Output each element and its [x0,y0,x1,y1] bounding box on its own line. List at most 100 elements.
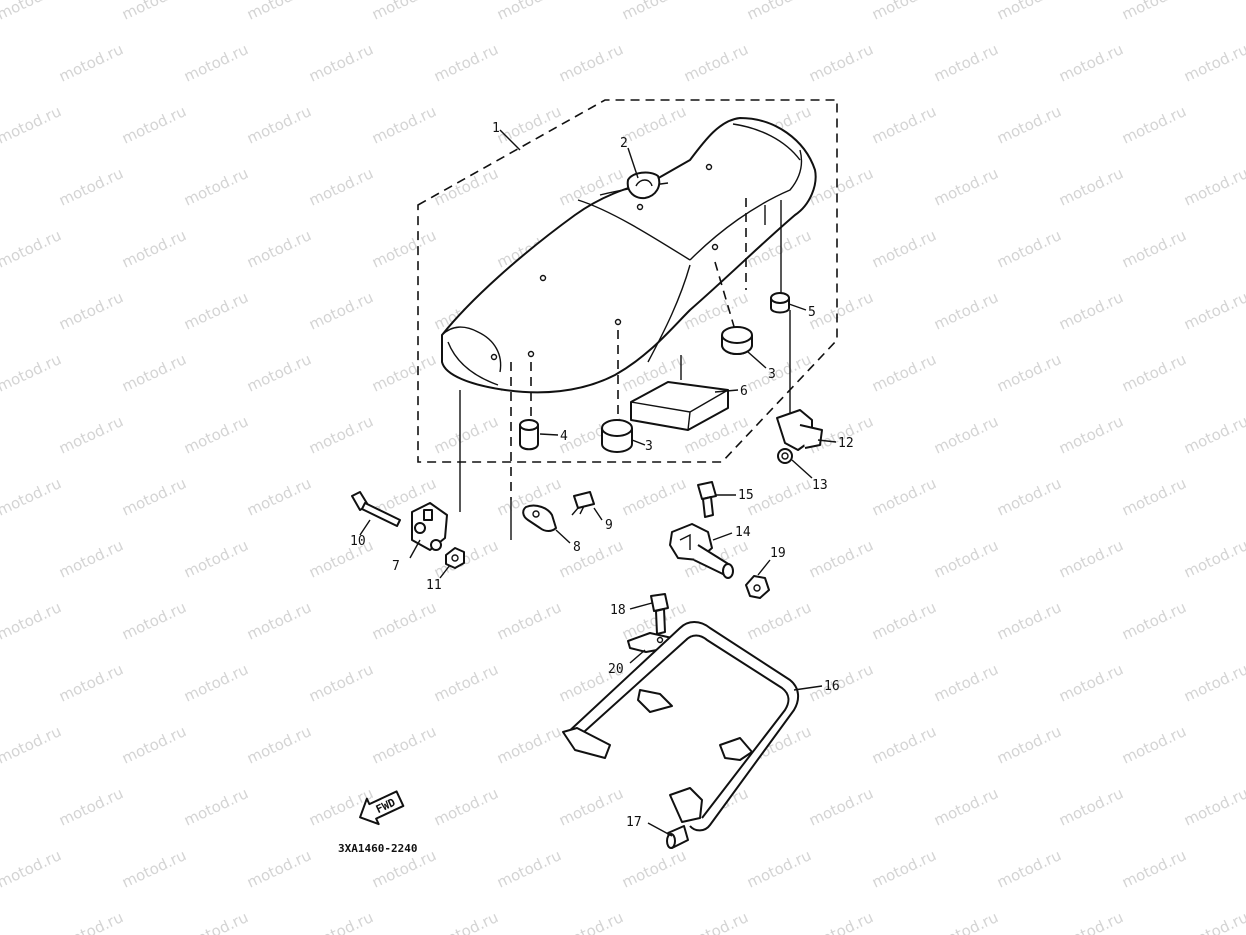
watermark-text: motod.ru [931,164,1001,209]
callout-2: 2 [620,136,628,151]
watermark-text: motod.ru [494,722,564,767]
watermark-text: motod.ru [0,846,64,891]
watermark-text: motod.ru [1119,102,1189,147]
watermark-text: motod.ru [1181,908,1246,935]
watermark-text: motod.ru [244,102,314,147]
watermark-text: motod.ru [306,288,376,333]
watermark-text: motod.ru [1119,722,1189,767]
watermark-text: motod.ru [1181,412,1246,457]
watermark-text: motod.ru [556,536,626,581]
watermark-text: motod.ru [619,846,689,891]
end-cap [666,825,689,849]
watermark-text: motod.ru [0,908,1,935]
watermark-text: motod.ru [56,536,126,581]
watermark-text: motod.ru [0,412,1,457]
watermark-text: motod.ru [0,350,64,395]
callout-4: 4 [560,429,568,444]
watermark-text: motod.ru [306,660,376,705]
callout-13: 13 [812,478,828,493]
watermark-text: motod.ru [556,784,626,829]
cushion-small [770,292,790,314]
callout-3-upper: 3 [768,367,776,382]
watermark-text: motod.ru [994,0,1064,24]
seat [441,117,817,394]
callout-1: 1 [492,121,500,136]
damper-lower [601,419,633,453]
callout-7: 7 [392,559,400,574]
watermark-text: motod.ru [244,598,314,643]
hinge-bracket [411,502,448,551]
watermark-text: motod.ru [1056,288,1126,333]
watermark-text: motod.ru [0,226,64,271]
watermark-text: motod.ru [119,474,189,519]
watermark-text: motod.ru [1181,40,1246,85]
watermark-text: motod.ru [369,722,439,767]
watermark-text: motod.ru [0,102,64,147]
watermark-text: motod.ru [1119,226,1189,271]
watermark-text: motod.ru [1119,474,1189,519]
watermark-text: motod.ru [244,226,314,271]
watermark-text: motod.ru [244,722,314,767]
watermark-text: motod.ru [806,536,876,581]
watermark-text: motod.ru [1056,40,1126,85]
watermark-text: motod.ru [931,40,1001,85]
watermark-text: motod.ru [931,412,1001,457]
grab-bar [562,621,800,832]
watermark-text: motod.ru [1056,908,1126,935]
watermark-text: motod.ru [931,660,1001,705]
lock-plate [522,504,557,532]
diagram-code: 3XA1460-2240 [338,842,417,855]
watermark-text: motod.ru [744,0,814,24]
watermark-text: motod.ru [431,412,501,457]
watermark-text: motod.ru [1056,660,1126,705]
watermark-text: motod.ru [119,350,189,395]
watermark-text: motod.ru [869,722,939,767]
watermark-text: motod.ru [869,598,939,643]
callout-9: 9 [605,518,613,533]
watermark-text: motod.ru [869,226,939,271]
callout-12: 12 [838,436,854,451]
watermark-text: motod.ru [931,288,1001,333]
callout-5: 5 [808,305,816,320]
watermark-text: motod.ru [244,474,314,519]
watermark-text: motod.ru [0,474,64,519]
watermark-text: motod.ru [56,40,126,85]
watermark-text: motod.ru [0,40,1,85]
callout-6: 6 [740,384,748,399]
watermark-text: motod.ru [0,598,64,643]
callout-3-lower: 3 [645,439,653,454]
catch-nut [745,575,770,599]
watermark-text: motod.ru [681,908,751,935]
watermark-text: motod.ru [744,474,814,519]
watermark-text: motod.ru [244,0,314,24]
callout-18: 18 [610,603,626,618]
watermark-text: motod.ru [681,40,751,85]
watermark-text: motod.ru [931,536,1001,581]
watermark-text: motod.ru [1181,288,1246,333]
callout-16: 16 [824,679,840,694]
watermark-text: motod.ru [494,0,564,24]
watermark-text: motod.ru [0,288,1,333]
watermark-text: motod.ru [1119,598,1189,643]
watermark-text: motod.ru [494,598,564,643]
watermark-text: motod.ru [806,40,876,85]
watermark-text: motod.ru [181,164,251,209]
watermark-text: motod.ru [244,350,314,395]
watermark-text: motod.ru [0,722,64,767]
damper-upper [721,326,753,355]
watermark-text: motod.ru [0,784,1,829]
callout-20: 20 [608,662,624,677]
hinge-bolt [351,491,401,527]
watermark-text: motod.ru [119,102,189,147]
watermark-text: motod.ru [0,164,1,209]
watermark-text: motod.ru [494,102,564,147]
watermark-text: motod.ru [306,164,376,209]
watermark-text: motod.ru [1181,536,1246,581]
callout-15: 15 [738,488,754,503]
seat-pad [630,381,729,431]
watermark-text: motod.ru [56,164,126,209]
callouts: 1 2 3 3 4 5 6 7 8 9 10 11 12 13 14 15 16… [350,121,854,830]
watermark-text: motod.ru [431,660,501,705]
watermark-text: motod.ru [56,908,126,935]
callout-11: 11 [426,578,442,593]
